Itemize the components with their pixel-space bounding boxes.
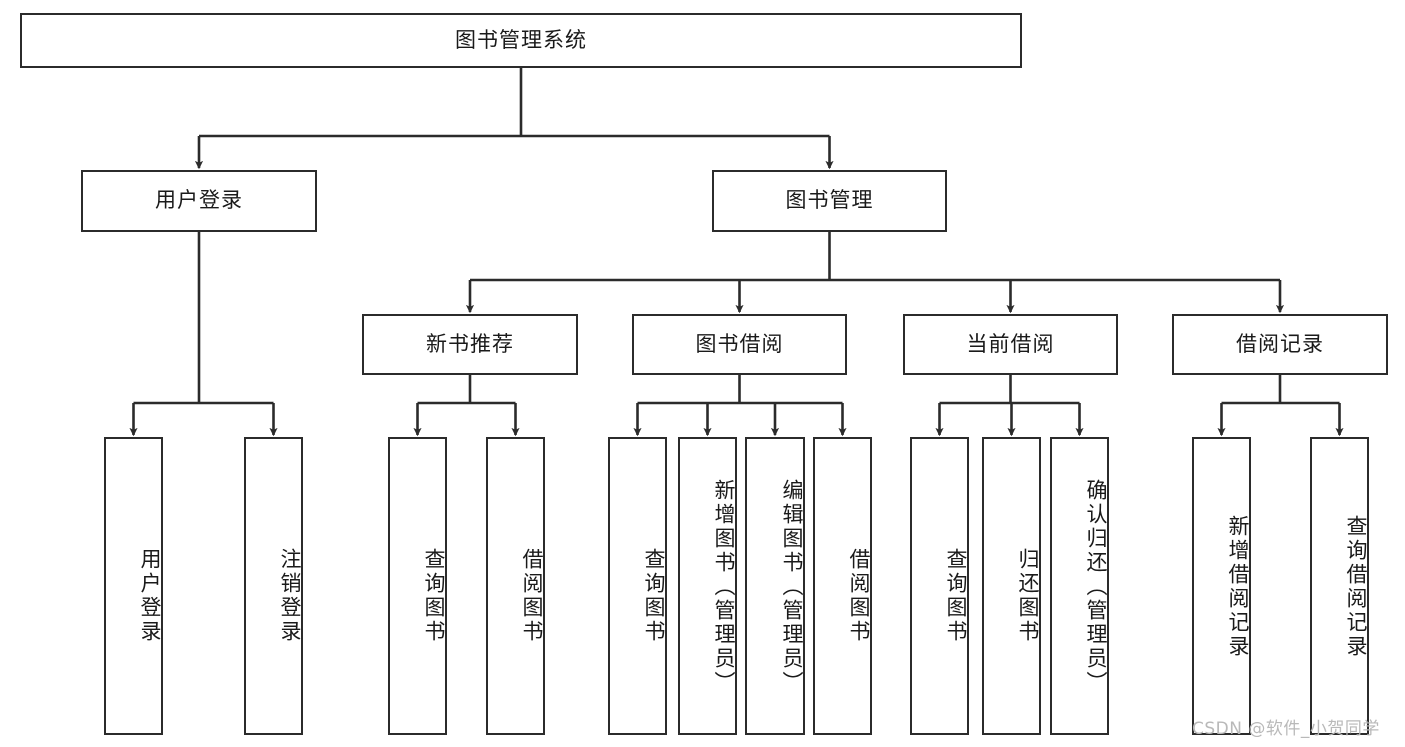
node-label: 图书管理系统 [455,27,587,52]
node-label: 归还图书 [1016,548,1040,644]
node-cur-return[interactable]: 归还图书 [982,437,1041,735]
node-label: 当前借阅 [966,331,1055,356]
node-label: 借阅图书 [847,548,871,644]
node-label: 新增图书（管理员） [712,479,736,695]
node-label: 用户登录 [138,548,162,644]
node-label: 查询图书 [944,548,968,644]
node-label: 确认归还（管理员） [1084,479,1108,695]
node-nb-borrow[interactable]: 借阅图书 [486,437,545,735]
node-label: 图书管理 [785,188,874,213]
node-label: 新增借阅记录 [1226,515,1250,659]
node-login-out[interactable]: 注销登录 [244,437,303,735]
node-label: 查询图书 [422,548,446,644]
node-login[interactable]: 用户登录 [81,170,317,232]
node-cur-confirm[interactable]: 确认归还（管理员） [1050,437,1109,735]
node-borrow[interactable]: 图书借阅 [632,314,847,375]
node-bookmgmt[interactable]: 图书管理 [712,170,947,232]
node-newbook[interactable]: 新书推荐 [362,314,578,375]
node-label: 查询图书 [642,548,666,644]
node-login-in[interactable]: 用户登录 [104,437,163,735]
node-label: 注销登录 [278,548,302,644]
node-nb-query[interactable]: 查询图书 [388,437,447,735]
node-bw-borrow[interactable]: 借阅图书 [813,437,872,735]
node-cur-query[interactable]: 查询图书 [910,437,969,735]
node-current[interactable]: 当前借阅 [903,314,1118,375]
node-label: 图书借阅 [695,331,784,356]
node-label: 借阅图书 [520,548,544,644]
node-bw-query[interactable]: 查询图书 [608,437,667,735]
node-label: 新书推荐 [426,331,514,356]
node-label: 用户登录 [155,188,243,213]
node-rec-query[interactable]: 查询借阅记录 [1310,437,1369,735]
node-bw-add[interactable]: 新增图书（管理员） [678,437,737,735]
node-label: 查询借阅记录 [1344,515,1368,659]
node-label: 编辑图书（管理员） [780,479,804,695]
node-records[interactable]: 借阅记录 [1172,314,1388,375]
node-label: 借阅记录 [1236,331,1324,356]
node-bw-edit[interactable]: 编辑图书（管理员） [745,437,805,735]
watermark-text: CSDN @软件_小贺同学 [1192,719,1380,739]
node-root[interactable]: 图书管理系统 [20,13,1022,68]
node-rec-add[interactable]: 新增借阅记录 [1192,437,1251,735]
